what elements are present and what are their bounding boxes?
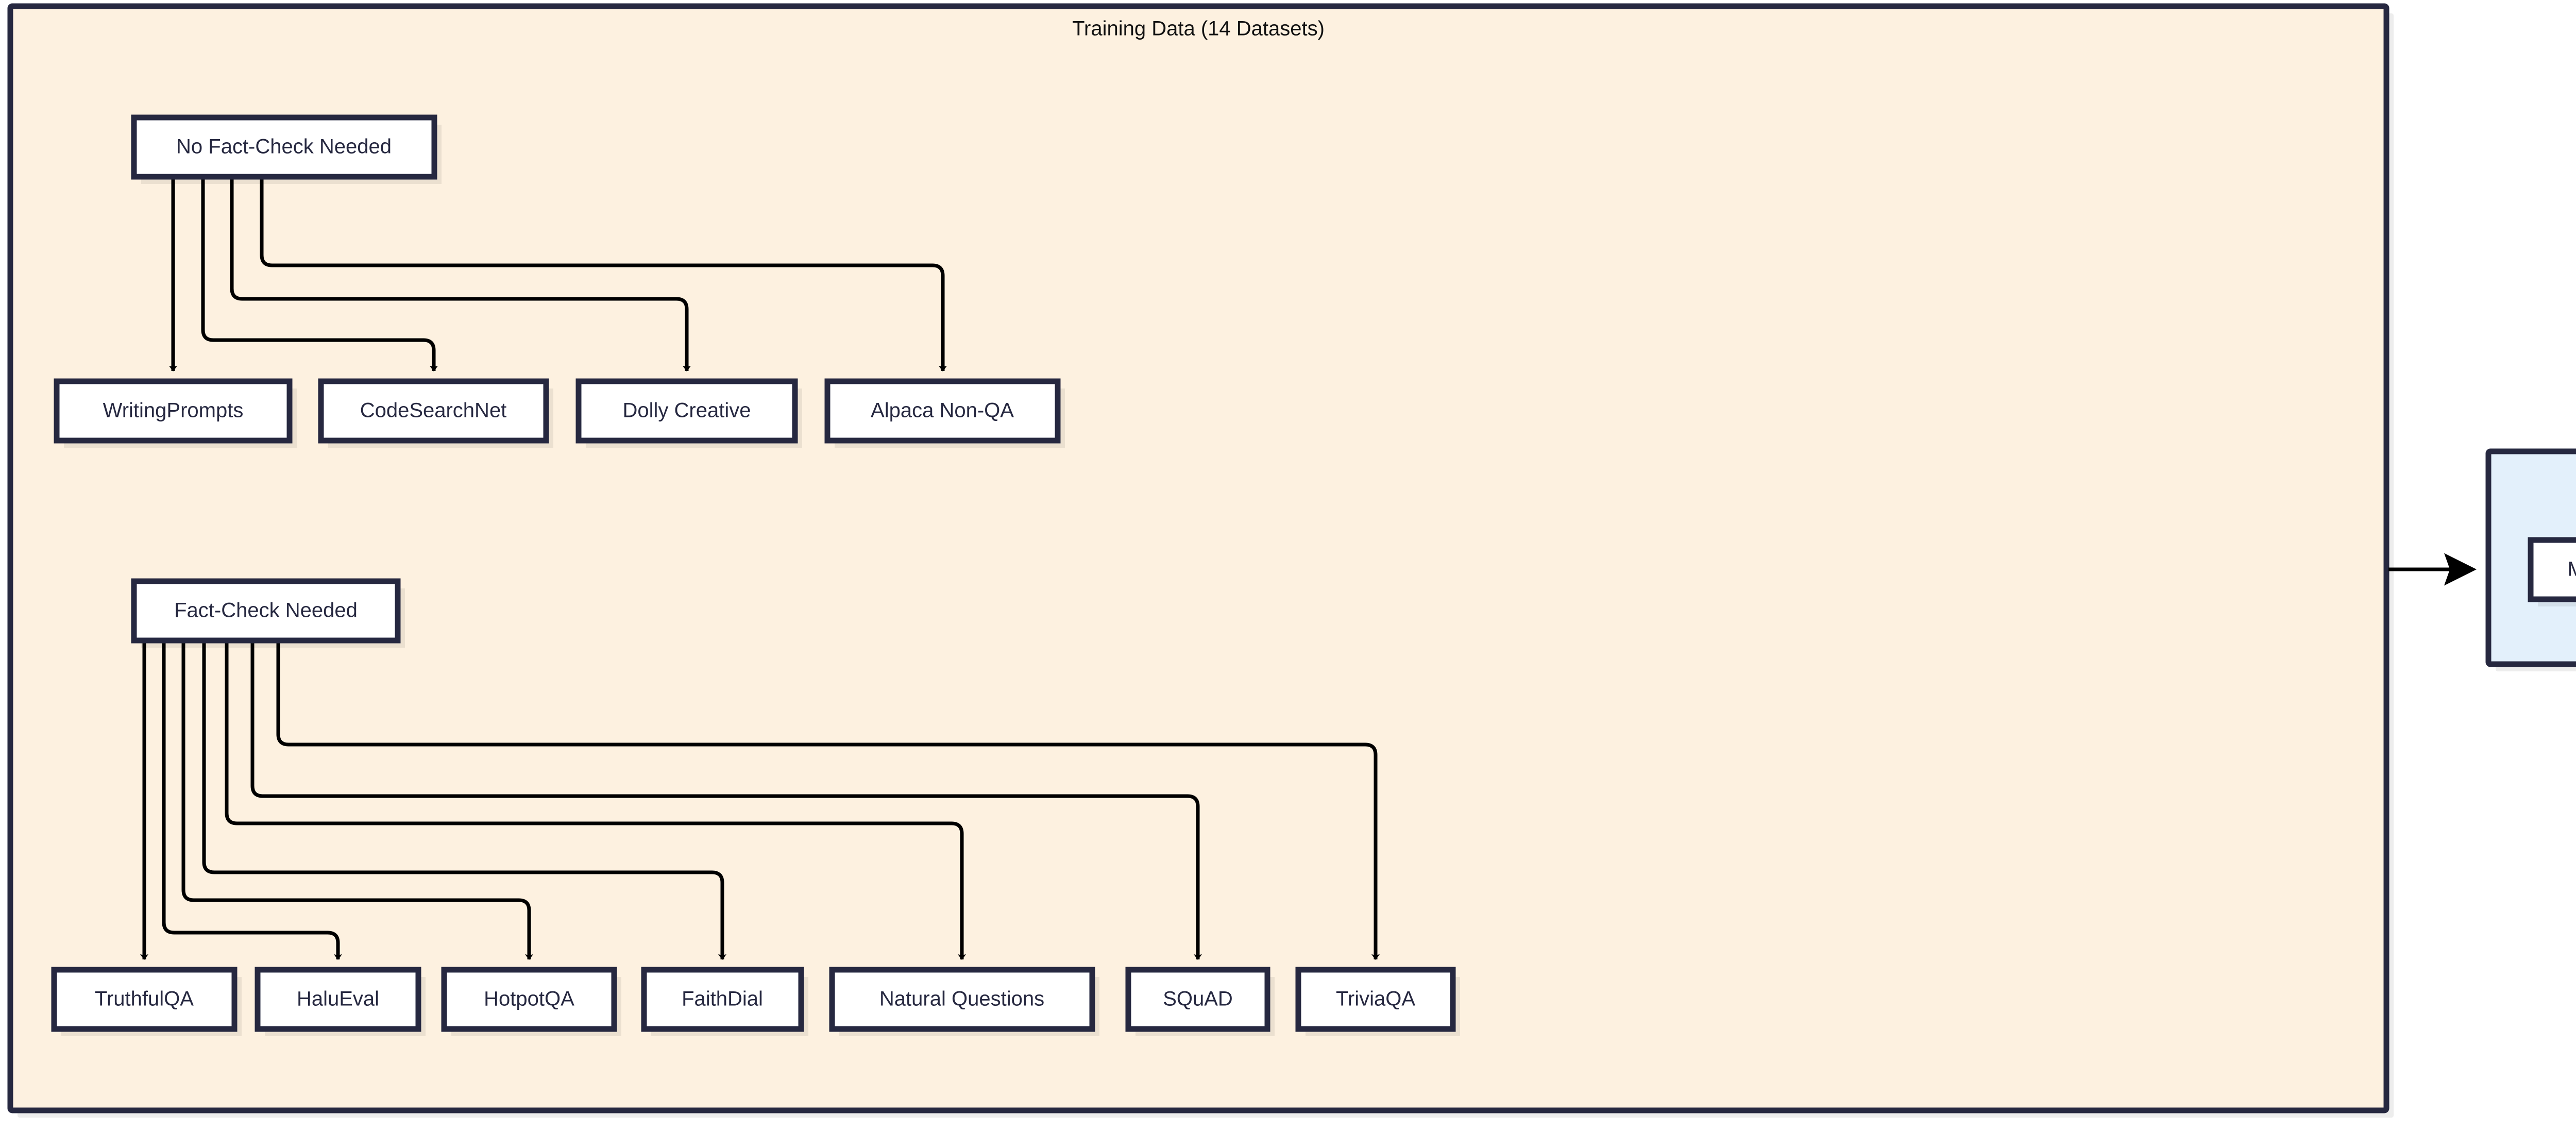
edge-fc-hotpotqa [181,640,533,960]
node-squad-box[interactable] [1125,967,1270,1032]
node-fact-check-needed[interactable]: Fact-Check Needed [131,578,405,648]
node-codesearchnet-box[interactable] [318,378,549,444]
edge-fc-triviaqa [276,640,1380,960]
node-squad[interactable]: SQuAD [1125,967,1275,1036]
edge-nofc-dollycreative [230,177,691,372]
node-natural-questions-box[interactable] [829,967,1095,1032]
node-no-fact-check-needed[interactable]: No Fact-Check Needed [131,114,442,184]
edge-group-no-fact-check [169,177,947,372]
node-writingprompts[interactable]: WritingPrompts [54,378,297,448]
cluster-training-data-box [7,3,2389,1113]
edge-nofc-codesearchnet [201,177,438,372]
edge-fc-faithdial [202,640,726,960]
node-modernbert-base[interactable]: ModernBERT Base [2528,537,2576,606]
node-natural-questions[interactable]: Natural Questions [829,967,1099,1036]
node-no-fact-check-needed-box[interactable] [131,114,437,180]
node-halueval-box[interactable] [255,967,421,1032]
edge-fc-halueval [162,640,342,960]
node-hotpotqa[interactable]: HotpotQA [441,967,621,1036]
node-writingprompts-box[interactable] [54,378,293,444]
node-modernbert-base-box[interactable] [2528,537,2576,602]
edge-fc-squad [250,640,1202,960]
node-fact-check-needed-box[interactable] [131,578,401,644]
edge-fc-naturalquestions [225,640,966,960]
node-alpaca-non-qa-box[interactable] [824,378,1061,444]
node-faithdial[interactable]: FaithDial [641,967,808,1036]
node-alpaca-non-qa[interactable]: Alpaca Non-QA [824,378,1065,448]
node-truthfulqa[interactable]: TruthfulQA [51,967,242,1036]
edge-group-fact-check [140,640,1380,960]
edge-nofc-alpacanonqa [260,177,947,372]
node-codesearchnet[interactable]: CodeSearchNet [318,378,553,448]
node-triviaqa[interactable]: TriviaQA [1295,967,1460,1036]
node-dolly-creative-box[interactable] [575,378,798,444]
node-truthfulqa-box[interactable] [51,967,238,1032]
node-triviaqa-box[interactable] [1295,967,1456,1032]
node-hotpotqa-box[interactable] [441,967,617,1032]
cluster-training-data: Training Data (14 Datasets) [7,3,2394,1118]
node-dolly-creative[interactable]: Dolly Creative [575,378,802,448]
node-halueval[interactable]: HaluEval [255,967,426,1036]
node-faithdial-box[interactable] [641,967,804,1032]
